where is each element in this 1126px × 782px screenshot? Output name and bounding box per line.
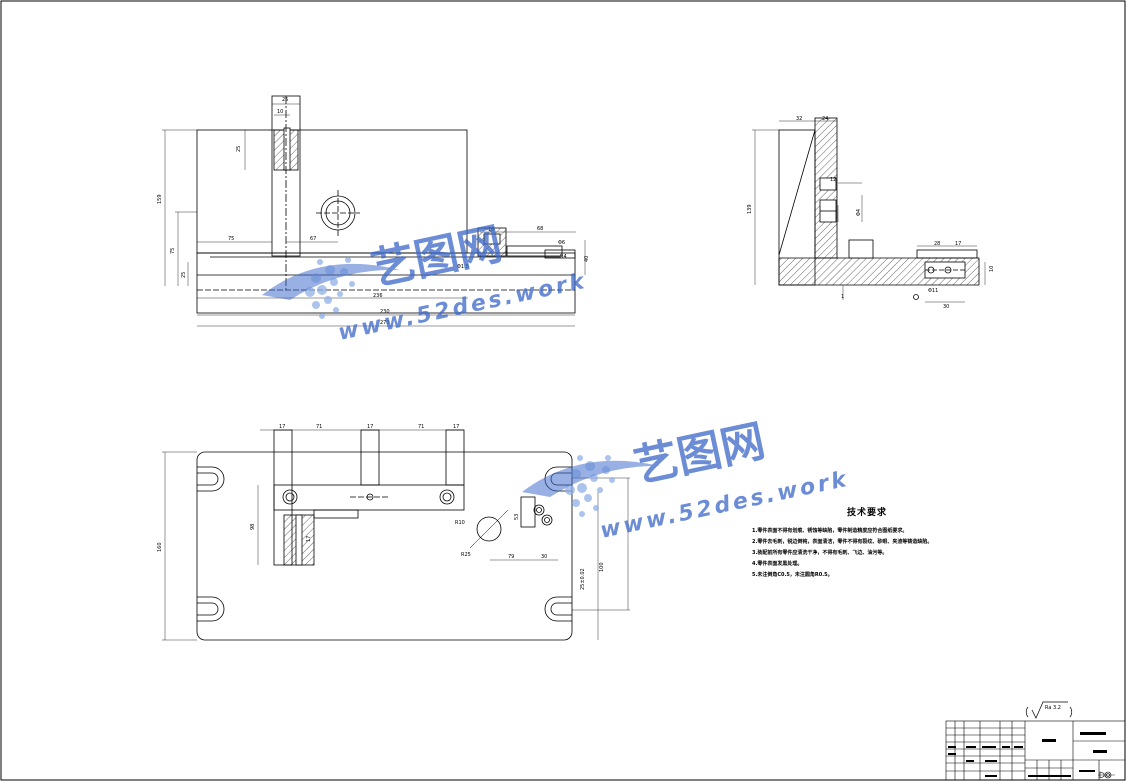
dim-label: 10 — [277, 109, 283, 115]
top-view — [162, 429, 630, 641]
dim-label: 230 — [380, 309, 390, 315]
tech-requirements: 技术要求 1.零件表面不得有划痕、锈蚀等缺陷，零件制造精度应符合图纸要求。 2.… — [752, 505, 982, 581]
dim-label: 17 — [306, 536, 312, 542]
dim-label: 17 — [453, 424, 459, 430]
dim-label: 25±0.02 — [580, 568, 586, 590]
dim-label: 71 — [418, 424, 424, 430]
dim-label: 17 — [367, 424, 373, 430]
watermark-brand: 艺图网 — [367, 218, 507, 295]
tech-requirement-item: 4.零件表面发黑处理。 — [752, 561, 803, 567]
dim-label: 25 — [236, 146, 242, 152]
dim-label: 75 — [228, 236, 234, 242]
dim-label: 75 — [170, 248, 176, 254]
dim-label: 71 — [316, 424, 322, 430]
dim-label: 236 — [373, 293, 383, 299]
dim-label: 40 — [584, 256, 590, 262]
dim-label: R4 — [560, 254, 567, 260]
tech-requirements-title: 技术要求 — [846, 508, 887, 518]
dim-label: 1 — [841, 294, 844, 300]
dim-label: 159 — [157, 194, 163, 204]
dim-label: 53 — [514, 514, 520, 520]
dim-label: 98 — [250, 524, 256, 530]
dim-label: Φ4 — [856, 209, 862, 216]
side-view — [752, 117, 986, 303]
dim-label: 30 — [541, 554, 547, 560]
dim-label: 67 — [310, 236, 316, 242]
dim-label: 10 — [488, 227, 494, 233]
watermark-brand: 艺图网 — [630, 415, 770, 492]
dim-label: Φ1.5 — [457, 264, 469, 270]
dim-label: Φ11 — [928, 288, 938, 294]
side-view-dims: 32 24 12 Φ4 139 1 28 17 10 Φ11 30 — [747, 116, 995, 310]
top-view-dims: 17 71 17 71 17 160 98 R10 53 79 30 R25 1… — [157, 424, 605, 590]
watermark-globe-icon — [522, 455, 660, 517]
watermark-globe-icon — [262, 257, 400, 319]
front-view — [162, 95, 586, 327]
dim-label: 30 — [943, 304, 949, 310]
title-block — [945, 720, 1126, 781]
dim-label: 25 — [282, 97, 288, 103]
dim-label: 68 — [537, 226, 543, 232]
dim-label: R25 — [461, 552, 471, 558]
dim-label: 17 — [279, 424, 285, 430]
tech-requirement-item: 5.未注倒角C0.5，未注圆角R0.5。 — [752, 572, 833, 578]
roughness-symbol: Ra 3.2 — [1025, 701, 1073, 719]
tech-requirement-item: 1.零件表面不得有划痕、锈蚀等缺陷，零件制造精度应符合图纸要求。 — [752, 528, 908, 534]
dim-label: 17 — [955, 241, 961, 247]
dim-label: 12 — [830, 177, 836, 183]
dim-label: Φ6 — [558, 240, 565, 246]
dim-label: 139 — [747, 204, 753, 214]
tech-requirement-item: 3.装配前所有零件应清洗干净，不得有毛刺、飞边、油污等。 — [752, 550, 888, 556]
dim-label: 25 — [181, 272, 187, 278]
tech-requirement-item: 2.零件去毛刺，锐边倒钝，表面清洁，零件不得有裂纹、砂眼、夹渣等铸造缺陷。 — [752, 539, 933, 545]
dim-label: 100 — [599, 562, 605, 572]
dim-label: 10 — [989, 266, 995, 272]
dim-label: R10 — [455, 520, 465, 526]
front-view-dims: 25 10 25 159 75 25 75 67 10 68 Φ6 R4 Φ1.… — [157, 97, 590, 326]
dim-label: 32 — [796, 116, 802, 122]
dim-label: 24 — [822, 116, 828, 122]
dim-label: 270 — [380, 320, 390, 326]
roughness-value: Ra 3.2 — [1045, 705, 1061, 711]
dim-label: 79 — [508, 554, 514, 560]
dim-label: 160 — [157, 542, 163, 552]
dim-label: 28 — [934, 241, 940, 247]
